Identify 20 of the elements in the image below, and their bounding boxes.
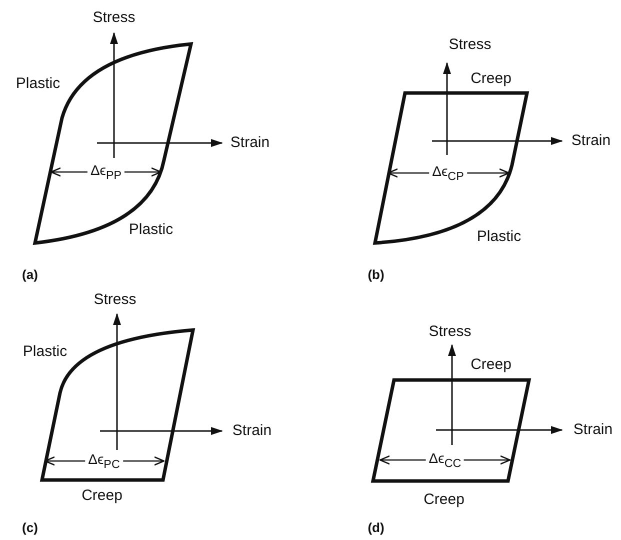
region-label: Plastic: [128, 222, 174, 238]
axis-label: Stress: [92, 10, 136, 26]
region-label: Creep: [470, 70, 512, 88]
region-label: Creep: [82, 488, 122, 504]
axis-label: Stress: [94, 292, 136, 308]
axis-label: Strain: [232, 422, 272, 440]
axis-label: Stress: [448, 36, 492, 54]
region-label: Plastic: [476, 228, 522, 246]
axis-label: Stress: [428, 324, 472, 340]
panel-label: (b): [368, 268, 384, 282]
panel-label: (d): [368, 520, 384, 536]
axis-label: Strain: [230, 134, 270, 152]
region-label: Plastic: [22, 344, 68, 360]
axis-label: Strain: [571, 132, 611, 150]
axis-label: Strain: [573, 422, 613, 438]
region-label: Creep: [424, 492, 464, 508]
panel-label: (c): [22, 520, 38, 536]
region-label: Creep: [470, 356, 512, 374]
panel-label: (a): [22, 268, 38, 282]
region-label: Plastic: [16, 76, 60, 92]
